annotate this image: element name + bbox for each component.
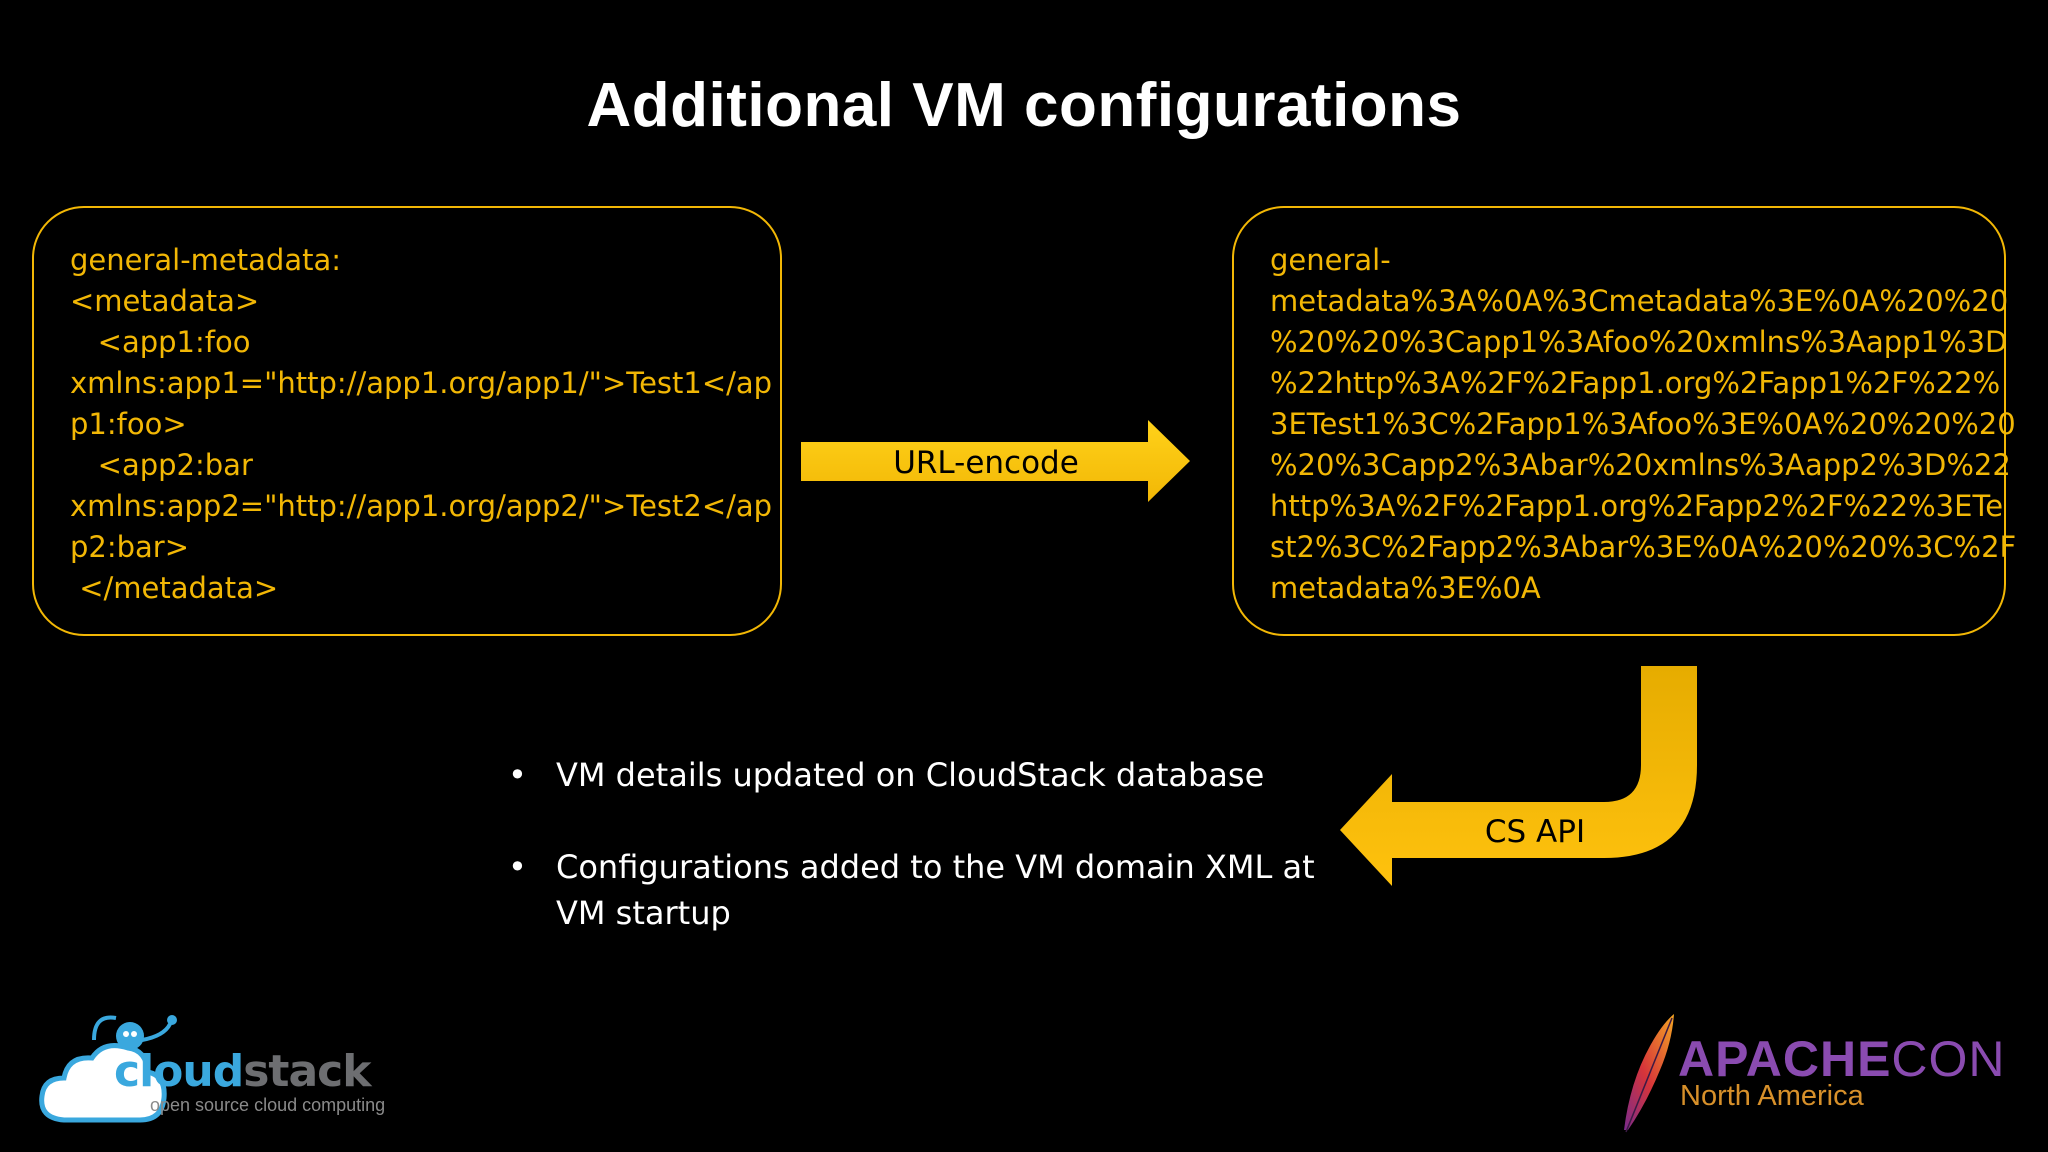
bullet-list: • VM details updated on CloudStack datab… [500, 752, 1320, 982]
apachecon-subtitle: North America [1680, 1080, 1864, 1112]
code-line: %22http%3A%2F%2Fapp1.org%2Fapp1%2F%22% [1270, 366, 2001, 400]
code-line: metadata%3E%0A [1270, 571, 1541, 605]
code-line: general- [1270, 243, 1391, 277]
code-line: st2%3C%2Fapp2%3Abar%3E%0A%20%20%3C%2F [1270, 530, 2017, 564]
url-encode-arrow [801, 420, 1190, 502]
code-line: xmlns:app2="http://app1.org/app2/">Test2… [70, 489, 773, 523]
code-line: %20%20%3Capp1%3Afoo%20xmlns%3Aapp1%3D [1270, 325, 2008, 359]
bullet-text: Configurations added to the VM domain XM… [556, 848, 1315, 932]
code-line: </metadata> [70, 571, 279, 605]
cloudstack-word-stack: stack [243, 1046, 371, 1097]
bullet-item: • VM details updated on CloudStack datab… [500, 752, 1320, 798]
code-line: metadata%3A%0A%3Cmetadata%3E%0A%20%20 [1270, 284, 2009, 318]
slide-title: Additional VM configurations [586, 71, 1462, 140]
code-line: xmlns:app1="http://app1.org/app1/">Test1… [70, 366, 773, 400]
code-line: p2:bar> [70, 530, 190, 564]
encoded-metadata-box: general- metadata%3A%0A%3Cmetadata%3E%0A… [1232, 206, 2017, 636]
bullet-dot: • [508, 848, 527, 886]
code-line: <app2:bar [70, 448, 253, 482]
cs-api-arrow [1340, 666, 1697, 886]
cloudstack-word-cloud: cloud [114, 1046, 244, 1097]
bullet-text: VM details updated on CloudStack databas… [556, 756, 1265, 794]
code-line: 3ETest1%3C%2Fapp1%3Afoo%3E%0A%20%20%20 [1270, 407, 2016, 441]
code-line: <metadata> [70, 284, 260, 318]
cloudstack-logo [39, 1015, 177, 1123]
bullet-item: • Configurations added to the VM domain … [500, 844, 1320, 936]
code-line: %20%3Capp2%3Abar%20xmlns%3Aapp2%3D%22 [1270, 448, 2011, 482]
code-line: general-metadata: [70, 243, 342, 277]
code-line: p1:foo> [70, 407, 187, 441]
code-line: http%3A%2F%2Fapp1.org%2Fapp2%2F%22%3ETe [1270, 489, 2004, 523]
bullet-dot: • [508, 756, 527, 794]
apachecon-word-con: CON [1891, 1031, 2006, 1087]
apache-feather-icon [1624, 1014, 1674, 1133]
code-line: <app1:foo [70, 325, 251, 359]
cloudstack-wordmark: cloudstack [114, 1046, 371, 1097]
cs-api-label: CS API [1484, 814, 1586, 850]
metadata-xml-box: general-metadata: <metadata> <app1:foo x… [32, 206, 782, 636]
apachecon-wordmark: APACHECON [1678, 1030, 2006, 1088]
cloudstack-tagline: open source cloud computing [150, 1095, 386, 1115]
url-encode-label: URL-encode [893, 445, 1079, 481]
apachecon-word-apache: APACHE [1678, 1031, 1892, 1087]
